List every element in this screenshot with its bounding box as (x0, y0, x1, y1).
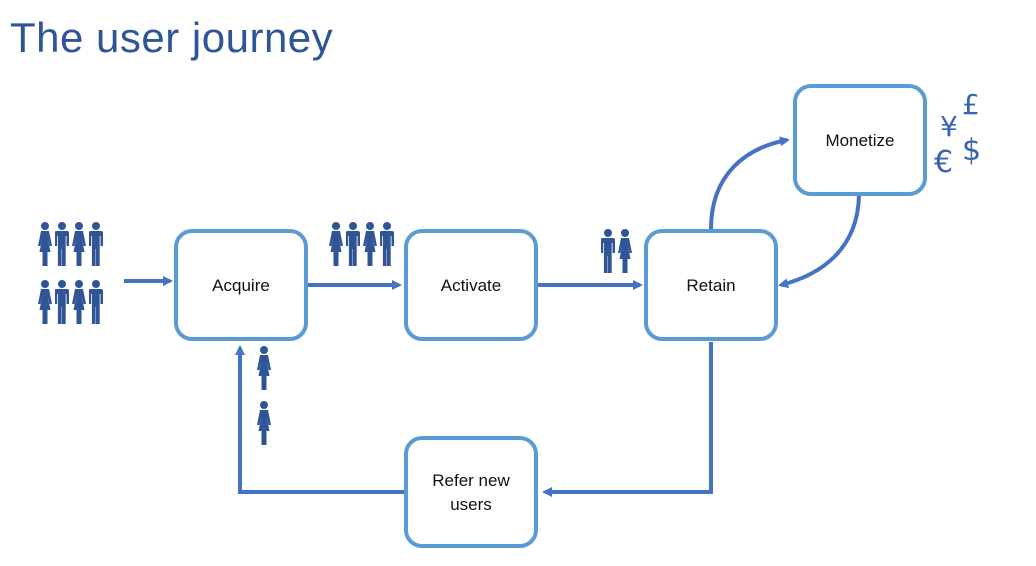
arrow-refer-to-acquire (235, 345, 405, 494)
person-icon (257, 401, 271, 445)
monetize-label: Monetize (826, 131, 895, 150)
person-group-referred (257, 346, 271, 445)
acquire-label: Acquire (212, 276, 270, 295)
page-title: The user journey (10, 14, 334, 61)
arrow-retain-to-refer (542, 342, 713, 497)
person-icon (329, 222, 343, 266)
retain-label: Retain (686, 276, 735, 295)
refer-label-line1: Refer new (432, 471, 510, 490)
person-group-acquired (329, 222, 394, 266)
person-group-incoming (38, 222, 103, 324)
person-icon (257, 346, 271, 390)
person-icon (89, 222, 103, 266)
yen-symbol: ¥ (940, 110, 958, 143)
person-icon (38, 280, 52, 324)
refer-label-line2: users (450, 495, 492, 514)
person-icon (55, 280, 69, 324)
person-group-activated (601, 229, 632, 273)
person-icon (618, 229, 632, 273)
person-icon (601, 229, 615, 273)
person-icon (380, 222, 394, 266)
person-icon (55, 222, 69, 266)
person-icon (72, 222, 86, 266)
arrow-retain-to-monetize (709, 136, 790, 230)
person-icon (346, 222, 360, 266)
person-icon (72, 280, 86, 324)
person-icon (363, 222, 377, 266)
person-icon (89, 280, 103, 324)
monetize-box (793, 84, 927, 196)
euro-symbol: € (934, 145, 953, 180)
pound-symbol: £ (962, 88, 980, 121)
person-icon (38, 222, 52, 266)
activate-label: Activate (441, 276, 501, 295)
acquire-box (174, 229, 308, 341)
arrow-monetize-to-retain (778, 194, 861, 289)
refer-box (404, 436, 538, 548)
dollar-symbol: $ (962, 133, 981, 168)
retain-box (644, 229, 778, 341)
activate-box (404, 229, 538, 341)
